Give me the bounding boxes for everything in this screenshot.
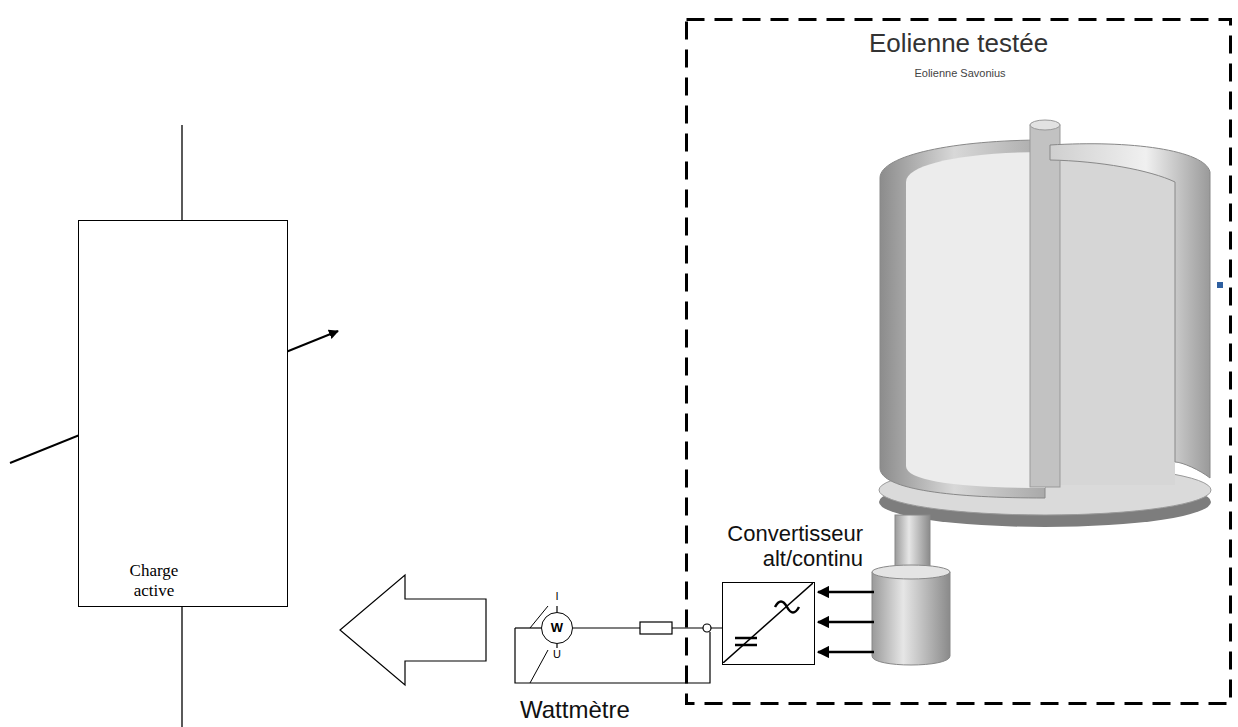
load-lead	[181, 607, 182, 727]
wattmeter-wire	[515, 627, 541, 628]
converter-title: Convertisseur alt/continu	[715, 521, 863, 572]
turbine-blade	[1050, 144, 1210, 478]
wattmeter-circle: W	[541, 612, 573, 644]
wattmeter-wire	[556, 644, 557, 648]
turbine-interior	[1045, 158, 1175, 485]
load-lead	[181, 125, 182, 220]
generator-shaft	[895, 515, 930, 570]
phase-arrow	[818, 651, 874, 654]
converter-symbol	[723, 583, 813, 663]
generator-body	[872, 572, 950, 665]
turbine-blade	[880, 140, 1045, 498]
caption-label: Eolienne Savonius	[914, 68, 1005, 80]
dc-symbol	[735, 637, 757, 640]
meter-symbol-letter: W	[542, 613, 572, 642]
converter-box: Convertisseur alt/continu	[722, 582, 815, 665]
turbine-blade	[906, 152, 1045, 488]
wattmeter-wire	[530, 650, 548, 683]
marker-square	[1217, 282, 1223, 288]
load-box: Charge active	[78, 220, 288, 607]
phase-arrow	[818, 591, 874, 594]
resistor-symbol	[640, 622, 672, 634]
meter-label: Wattmètre	[520, 697, 630, 722]
frame-title: Eolienne testée	[685, 28, 1232, 59]
load-label: Charge active	[119, 561, 189, 602]
converter-symbol	[723, 583, 813, 663]
ac-symbol	[775, 602, 799, 613]
power-flow-arrow	[340, 575, 486, 685]
dc-symbol	[735, 644, 757, 647]
terminal-dot	[703, 624, 711, 632]
turbine-shaft	[1030, 125, 1060, 487]
voltage-label: U	[553, 649, 561, 661]
phase-arrow	[818, 621, 874, 624]
generator-body	[872, 565, 950, 579]
current-label: I	[555, 591, 558, 603]
dashed-frame	[687, 20, 1231, 704]
turbine-frame: Eolienne testéeConvertisseur alt/continu	[685, 18, 1232, 705]
turbine-shaft	[1030, 120, 1060, 130]
